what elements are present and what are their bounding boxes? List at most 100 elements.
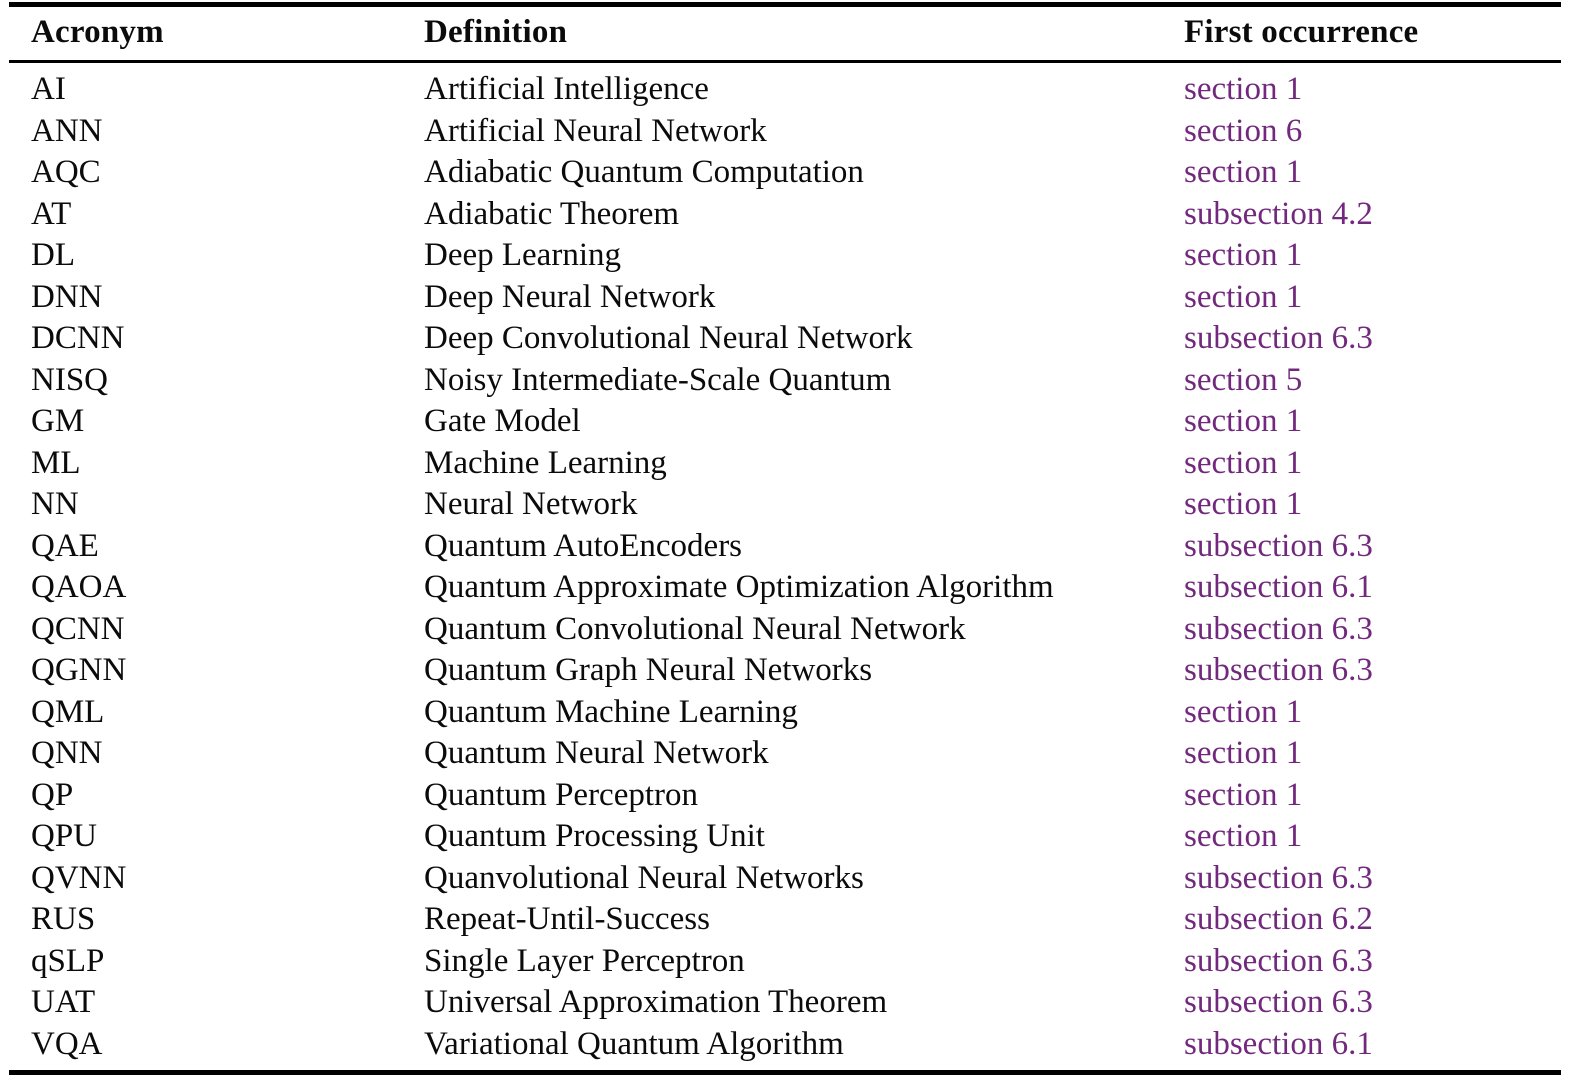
definition-cell: Deep Neural Network: [424, 278, 716, 315]
first-occurrence-link[interactable]: section 1: [1184, 735, 1303, 772]
first-occurrence-link[interactable]: subsection 6.1: [1184, 569, 1373, 606]
column-header-definition: Definition: [424, 14, 568, 50]
table-row: QAOA Quantum Approximate Optimization Al…: [31, 567, 1561, 609]
first-occurrence-link[interactable]: subsection 6.3: [1184, 527, 1373, 564]
first-occurrence-link[interactable]: section 6: [1184, 112, 1303, 149]
definition-cell: Quantum Perceptron: [424, 776, 699, 813]
first-occurrence-link[interactable]: section 1: [1184, 154, 1303, 191]
column-header-first-occurrence: First occurrence: [1184, 14, 1419, 50]
acronym-cell: RUS: [31, 901, 96, 938]
table-row: qSLP Single Layer Perceptron subsection …: [31, 941, 1561, 983]
first-occurrence-link[interactable]: section 1: [1184, 693, 1303, 730]
first-occurrence-link[interactable]: section 5: [1184, 361, 1303, 398]
definition-cell: Artificial Intelligence: [424, 71, 709, 108]
definition-cell: Deep Learning: [424, 237, 621, 274]
column-header-acronym: Acronym: [31, 14, 164, 50]
first-occurrence-link[interactable]: section 1: [1184, 278, 1303, 315]
acronym-cell: QVNN: [31, 859, 127, 896]
table-row: QAE Quantum AutoEncoders subsection 6.3: [31, 526, 1561, 568]
acronym-cell: VQA: [31, 1025, 103, 1062]
acronym-cell: QP: [31, 776, 74, 813]
table-row: RUS Repeat-Until-Success subsection 6.2: [31, 899, 1561, 941]
first-occurrence-link[interactable]: subsection 6.1: [1184, 1025, 1373, 1062]
first-occurrence-link[interactable]: subsection 6.3: [1184, 859, 1373, 896]
acronym-cell: NISQ: [31, 361, 109, 398]
first-occurrence-link[interactable]: subsection 6.3: [1184, 652, 1373, 689]
first-occurrence-link[interactable]: section 1: [1184, 444, 1303, 481]
table-row: DL Deep Learning section 1: [31, 235, 1561, 277]
definition-cell: Repeat-Until-Success: [424, 901, 710, 938]
definition-cell: Artificial Neural Network: [424, 112, 767, 149]
first-occurrence-link[interactable]: section 1: [1184, 776, 1303, 813]
first-occurrence-link[interactable]: section 1: [1184, 486, 1303, 523]
definition-cell: Quantum Processing Unit: [424, 818, 765, 855]
definition-cell: Quantum Neural Network: [424, 735, 769, 772]
first-occurrence-link[interactable]: section 1: [1184, 403, 1303, 440]
table-row: AQC Adiabatic Quantum Computation sectio…: [31, 152, 1561, 194]
table-row: DNN Deep Neural Network section 1: [31, 277, 1561, 319]
first-occurrence-link[interactable]: section 1: [1184, 71, 1303, 108]
table-row: AI Artificial Intelligence section 1: [31, 69, 1561, 111]
table-row: QVNN Quanvolutional Neural Networks subs…: [31, 858, 1561, 900]
table-row: AT Adiabatic Theorem subsection 4.2: [31, 194, 1561, 236]
acronym-cell: UAT: [31, 984, 96, 1021]
definition-cell: Quantum Graph Neural Networks: [424, 652, 873, 689]
acronym-cell: AI: [31, 71, 66, 108]
acronym-cell: QGNN: [31, 652, 127, 689]
definition-cell: Neural Network: [424, 486, 638, 523]
first-occurrence-link[interactable]: section 1: [1184, 237, 1303, 274]
first-occurrence-link[interactable]: subsection 6.3: [1184, 984, 1373, 1021]
table-row: NISQ Noisy Intermediate-Scale Quantum se…: [31, 360, 1561, 402]
table-row: QNN Quantum Neural Network section 1: [31, 733, 1561, 775]
table-row: GM Gate Model section 1: [31, 401, 1561, 443]
first-occurrence-link[interactable]: section 1: [1184, 818, 1303, 855]
acronym-cell: ML: [31, 444, 81, 481]
table-row: UAT Universal Approximation Theorem subs…: [31, 982, 1561, 1024]
definition-cell: Universal Approximation Theorem: [424, 984, 888, 1021]
first-occurrence-link[interactable]: subsection 4.2: [1184, 195, 1373, 232]
acronym-cell: ANN: [31, 112, 103, 149]
acronym-cell: GM: [31, 403, 85, 440]
table-row: QPU Quantum Processing Unit section 1: [31, 816, 1561, 858]
first-occurrence-link[interactable]: subsection 6.3: [1184, 610, 1373, 647]
definition-cell: Quantum Machine Learning: [424, 693, 798, 730]
definition-cell: Noisy Intermediate-Scale Quantum: [424, 361, 892, 398]
definition-cell: Adiabatic Theorem: [424, 195, 680, 232]
table-row: QGNN Quantum Graph Neural Networks subse…: [31, 650, 1561, 692]
definition-cell: Single Layer Perceptron: [424, 942, 745, 979]
definition-cell: Variational Quantum Algorithm: [424, 1025, 844, 1062]
table-row: QP Quantum Perceptron section 1: [31, 775, 1561, 817]
definition-cell: Deep Convolutional Neural Network: [424, 320, 913, 357]
table-row: ML Machine Learning section 1: [31, 443, 1561, 485]
first-occurrence-link[interactable]: subsection 6.3: [1184, 942, 1373, 979]
table-row: QCNN Quantum Convolutional Neural Networ…: [31, 609, 1561, 651]
acronym-cell: AQC: [31, 154, 101, 191]
acronym-cell: AT: [31, 195, 72, 232]
acronym-cell: QNN: [31, 735, 103, 772]
definition-cell: Quantum AutoEncoders: [424, 527, 743, 564]
table-body: AI Artificial Intelligence section 1 ANN…: [9, 63, 1561, 1070]
acronym-cell: DL: [31, 237, 75, 274]
acronym-cell: DCNN: [31, 320, 125, 357]
table-row: NN Neural Network section 1: [31, 484, 1561, 526]
definition-cell: Quanvolutional Neural Networks: [424, 859, 864, 896]
definition-cell: Gate Model: [424, 403, 581, 440]
definition-cell: Quantum Approximate Optimization Algorit…: [424, 569, 1054, 606]
table-row: ANN Artificial Neural Network section 6: [31, 111, 1561, 153]
acronym-cell: qSLP: [31, 942, 105, 979]
acronym-cell: QPU: [31, 818, 98, 855]
acronym-cell: QAE: [31, 527, 99, 564]
first-occurrence-link[interactable]: subsection 6.2: [1184, 901, 1373, 938]
definition-cell: Machine Learning: [424, 444, 667, 481]
first-occurrence-link[interactable]: subsection 6.3: [1184, 320, 1373, 357]
table-row: DCNN Deep Convolutional Neural Network s…: [31, 318, 1561, 360]
acronym-cell: NN: [31, 486, 79, 523]
acronym-cell: QCNN: [31, 610, 125, 647]
table-row: QML Quantum Machine Learning section 1: [31, 692, 1561, 734]
acronym-cell: DNN: [31, 278, 103, 315]
acronym-table: Acronym Definition First occurrence AI A…: [9, 2, 1561, 1075]
table-row: VQA Variational Quantum Algorithm subsec…: [31, 1024, 1561, 1066]
acronym-cell: QAOA: [31, 569, 127, 606]
definition-cell: Quantum Convolutional Neural Network: [424, 610, 966, 647]
table-header-row: Acronym Definition First occurrence: [9, 7, 1561, 63]
